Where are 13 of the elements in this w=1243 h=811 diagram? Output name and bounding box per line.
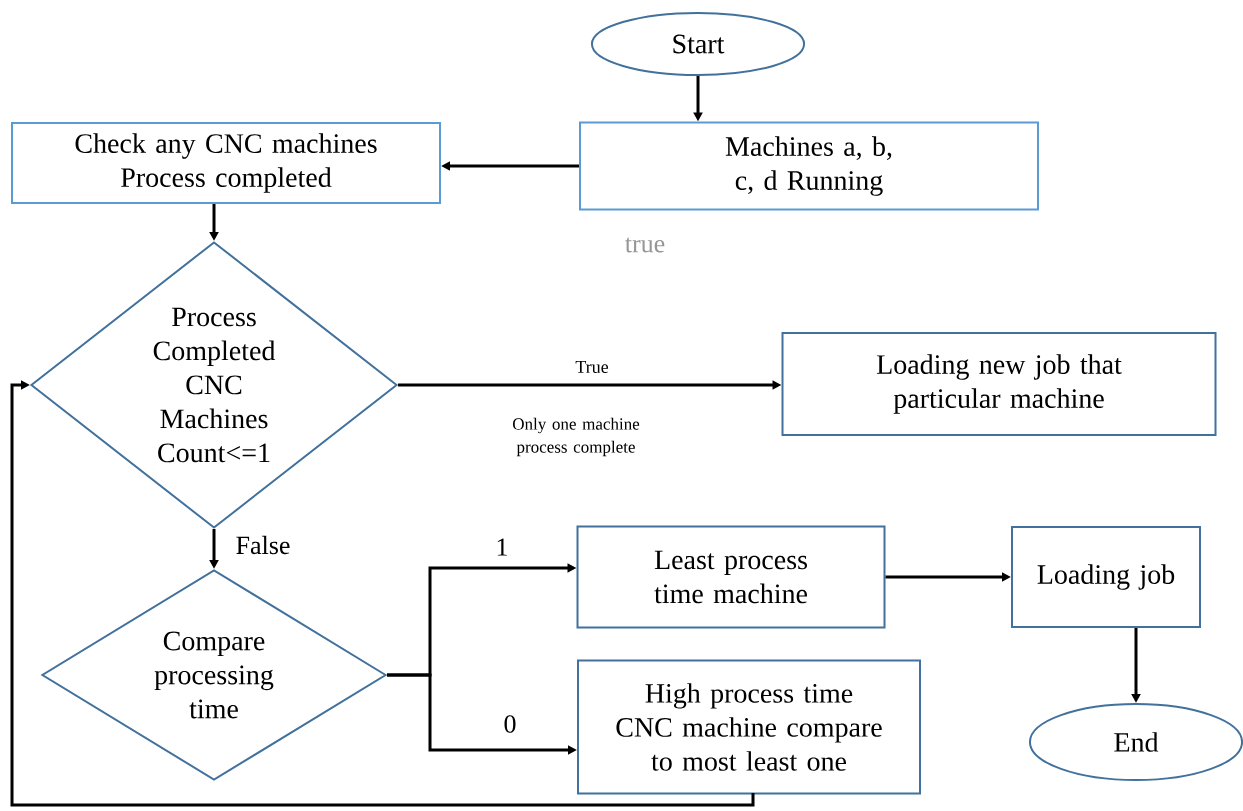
process-box: Least process time machine xyxy=(576,525,886,629)
note-text: Only one machine process complete xyxy=(512,417,640,457)
edge-label: 0 xyxy=(502,714,518,734)
arrow xyxy=(10,380,755,807)
process-box: Loading new job that particular machine xyxy=(781,332,1217,436)
edge-label: False xyxy=(234,534,292,556)
edge-label: True xyxy=(574,360,610,374)
process-box: Loading job xyxy=(1011,526,1201,628)
faint-text: true xyxy=(625,237,665,253)
edge-label: 1 xyxy=(494,537,510,557)
process-box: Machines a, b, c, d Running xyxy=(579,121,1039,211)
process-box: Check any CNC machines Process completed xyxy=(11,122,441,204)
process-box: High process time CNC machine compare to most least one xyxy=(577,659,921,795)
